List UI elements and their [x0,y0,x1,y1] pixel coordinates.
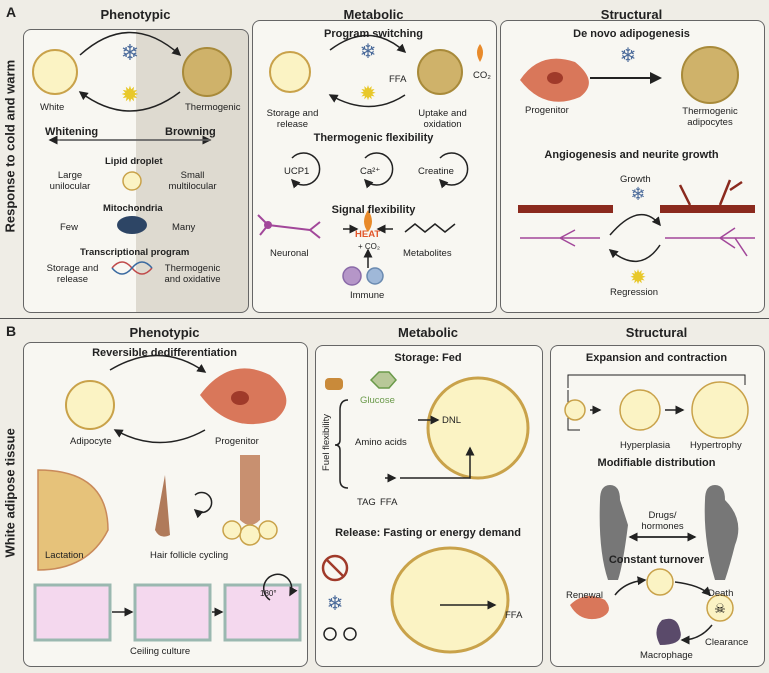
bicycle-icon [323,627,337,641]
svg-text:❄: ❄ [360,41,377,63]
label-whitening: Whitening [45,126,99,138]
label-death: Death [708,588,734,599]
col-title-metabolic-a: Metabolic [343,7,404,22]
heading-dedifferentiation: Reversible dedifferentiation [92,347,237,359]
heading-thermogenic-flexibility: Thermogenic flexibility [313,132,434,144]
burger-icon [325,378,343,390]
label-regression: Regression [610,287,659,298]
mitochondrion [117,216,147,234]
heading-release: Release: Fasting or energy demand [335,527,521,539]
label-thermogenic: Thermogenic [185,102,241,113]
label-renewal: Renewal [566,590,603,601]
panel-letter-a: A [6,4,17,20]
heading-de-novo: De novo adipogenesis [573,28,690,40]
white-adipocyte [32,49,78,95]
label-storage-release: Storage and release [46,263,99,285]
snowflake-icon: ❄ [121,40,139,65]
label-plus-co2: + CO₂ [358,242,380,251]
label-growth: Growth [620,174,651,185]
label-white: White [40,102,65,113]
skull-icon: ☠ [714,601,726,616]
label-neuronal: Neuronal [270,248,309,259]
label-many: Many [172,222,196,233]
label-ffa-b: FFA [380,497,398,508]
label-hair-follicle: Hair follicle cycling [150,550,229,561]
svg-text:✹: ✹ [630,267,647,289]
label-large-unilocular: Large unilocular [49,170,91,192]
label-glucose: Glucose [360,395,395,406]
label-browning: Browning [165,126,216,138]
label-dnl: DNL [442,415,462,426]
label-180: 180° [260,589,277,598]
hair-follicle [155,475,170,537]
label-clearance: Clearance [705,637,749,648]
svg-text:❄: ❄ [327,593,344,615]
col-title-phenotypic-b: Phenotypic [129,325,200,340]
label-lipid-droplet: Lipid droplet [105,156,163,167]
immune-cell [342,266,362,286]
svg-text:❄: ❄ [630,184,645,204]
no-food-icon [321,554,349,582]
label-ucp1: UCP1 [284,166,310,177]
heading-turnover: Constant turnover [608,554,705,566]
label-ca: Ca²⁺ [360,166,381,177]
sun-icon: ✹ [121,82,139,107]
label-mitochondria: Mitochondria [103,203,163,214]
panel-letter-b: B [6,323,17,339]
label-small-multilocular: Small multilocular [168,170,217,192]
svg-text:❄: ❄ [620,45,637,67]
label-progenitor-a: Progenitor [525,105,569,116]
label-transcriptional-program: Transcriptional program [80,247,190,258]
heading-signal-flexibility: Signal flexibility [331,204,416,216]
neuron [257,214,321,239]
label-storage-release-m: Storage and release [266,108,319,130]
label-drugs-hormones: Drugs/ hormones [641,510,684,532]
label-creatine: Creatine [418,166,454,177]
heading-angiogenesis: Angiogenesis and neurite growth [544,149,719,161]
label-ffa: FFA [389,74,407,85]
heading-expansion: Expansion and contraction [585,352,728,364]
neurite [520,229,600,247]
label-thermogenic-adipocytes: Thermogenic adipocytes [682,106,738,128]
label-heat: HEAT [355,229,381,240]
label-co2: CO₂ [473,70,491,81]
glucose-icon [369,371,397,389]
culture-flask [33,583,112,642]
label-ceiling-culture: Ceiling culture [130,646,191,657]
label-adipocyte: Adipocyte [70,436,112,447]
label-amino-acids: Amino acids [355,437,407,448]
label-lactation: Lactation [45,550,84,561]
label-progenitor-b: Progenitor [215,436,259,447]
blood-vessel [518,205,613,213]
label-uptake-oxidation: Uptake and oxidation [418,108,467,130]
heading-storage-fed: Storage: Fed [394,352,462,364]
label-few: Few [60,222,78,233]
label-tag: TAG [357,497,376,508]
label-hypertrophy: Hypertrophy [690,440,742,451]
mammary-gland [37,469,109,571]
label-hyperplasia: Hyperplasia [620,440,671,451]
heading-program-switching: Program switching [323,28,424,40]
label-thermogenic-oxidative: Thermogenic and oxidative [164,263,221,285]
body-silhouette [599,485,628,580]
col-title-structural-b: Structural [625,325,688,340]
col-title-structural-a: Structural [600,7,663,22]
label-fuel-flexibility: Fuel flexibility [321,413,333,472]
heading-modifiable: Modifiable distribution [597,457,716,469]
section-a [0,0,769,319]
col-title-metabolic-b: Metabolic [398,325,458,340]
label-metabolites: Metabolites [403,248,452,259]
label-macrophage: Macrophage [640,650,693,661]
col-title-phenotypic-a: Phenotypic [100,7,171,22]
label-ffa-release: FFA [505,610,523,621]
label-immune: Immune [350,290,385,301]
metabolite-structure [404,223,456,233]
svg-text:✹: ✹ [360,83,377,105]
thermogenic-adipocyte [182,47,232,97]
